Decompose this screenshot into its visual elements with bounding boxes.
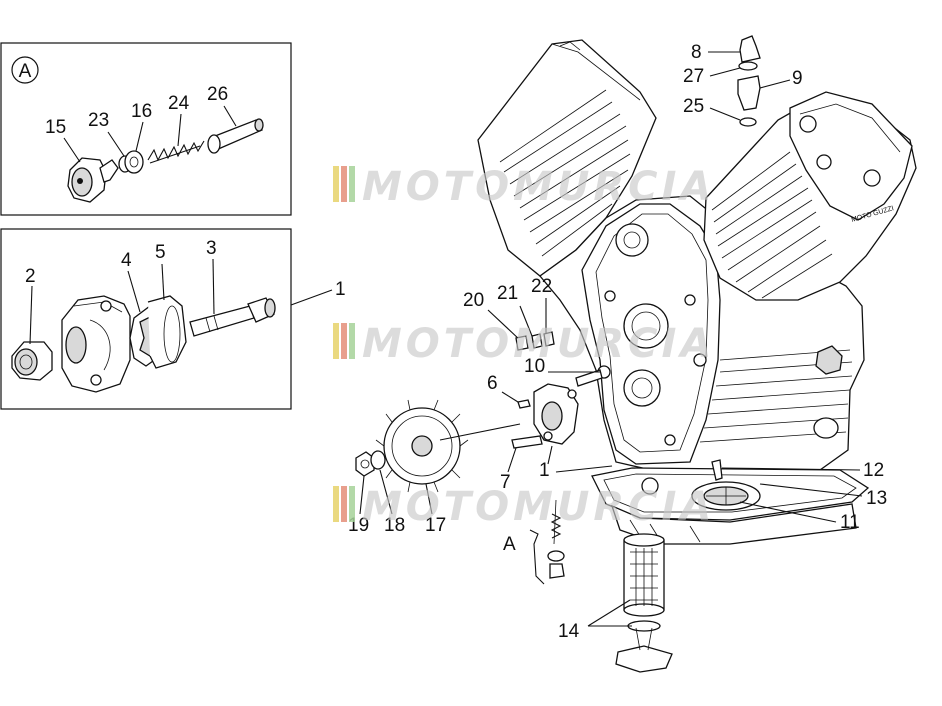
pin-6 (517, 399, 531, 409)
callout-14: 14 (558, 621, 580, 642)
inset-oil-pump: 2 4 5 3 (0, 228, 292, 410)
callout-17: 17 (425, 515, 446, 536)
pump-sprocket-17 (375, 399, 521, 493)
callout-26: 26 (207, 84, 228, 105)
callout-2: 2 (25, 266, 36, 287)
callout-12: 12 (863, 460, 884, 481)
watermark-2: MOTOMURCIA (333, 321, 715, 367)
callout-9: 9 (792, 68, 803, 89)
callout-A: A (503, 534, 516, 555)
valve-spring-24 (147, 140, 205, 164)
oil-pressure-switch (737, 35, 761, 127)
callout-6: 6 (487, 373, 498, 394)
right-cylinder: MOTO GUZZI (703, 91, 917, 301)
inset-a-pressure-valve: A 15 23 16 24 26 (0, 42, 292, 216)
callout-24: 24 (168, 93, 190, 114)
callout-11: 11 (840, 512, 860, 533)
callout-8: 8 (691, 42, 702, 63)
watermark-3: MOTOMURCIA (333, 484, 715, 530)
watermark-1: MOTOMURCIA (333, 164, 715, 210)
callout-27: 27 (683, 66, 704, 87)
mounted-oil-pump (533, 369, 603, 445)
pump-body (61, 295, 131, 393)
callout-13: 13 (866, 488, 887, 509)
valve-plug-15 (67, 157, 119, 203)
valve-seal-16 (124, 150, 144, 174)
callout-23: 23 (88, 110, 109, 131)
callout-21: 21 (497, 283, 518, 304)
pump-shaft-3 (189, 297, 276, 337)
svg-text:MOTOMURCIA: MOTOMURCIA (362, 321, 715, 367)
callout-4: 4 (121, 250, 132, 271)
callout-18: 18 (384, 515, 405, 536)
screw-7 (511, 435, 543, 449)
svg-text:MOTOMURCIA: MOTOMURCIA (362, 164, 715, 210)
callout-7: 7 (500, 472, 511, 493)
left-cylinder (477, 39, 657, 277)
filter-oring (627, 620, 661, 632)
sprocket-washer-18 (370, 450, 386, 470)
callout-15: 15 (45, 117, 66, 138)
engine-assembly: MOTO GUZZI (477, 39, 917, 545)
callout-20: 20 (463, 290, 484, 311)
callout-1b: 1 (539, 460, 550, 481)
oil-filter-14 (615, 533, 673, 673)
svg-text:MOTOMURCIA: MOTOMURCIA (362, 484, 715, 530)
pump-outer-rotor-5 (147, 295, 187, 369)
callout-3: 3 (206, 238, 217, 259)
pump-nut-2 (11, 341, 53, 381)
sump-bolt-12 (711, 459, 723, 481)
callout-25: 25 (683, 96, 704, 117)
callout-16: 16 (131, 101, 152, 122)
callout-5: 5 (155, 242, 166, 263)
relief-valve-group (547, 499, 565, 579)
inset-a-badge-circle (11, 56, 39, 84)
callout-22: 22 (531, 276, 552, 297)
filter-clamp (615, 645, 673, 673)
callout-1: 1 (335, 279, 346, 300)
inset-a-badge: A (19, 61, 32, 82)
sprocket-nut-19 (355, 451, 375, 477)
valve-piston-26 (207, 118, 264, 154)
callout-10: 10 (524, 356, 545, 377)
